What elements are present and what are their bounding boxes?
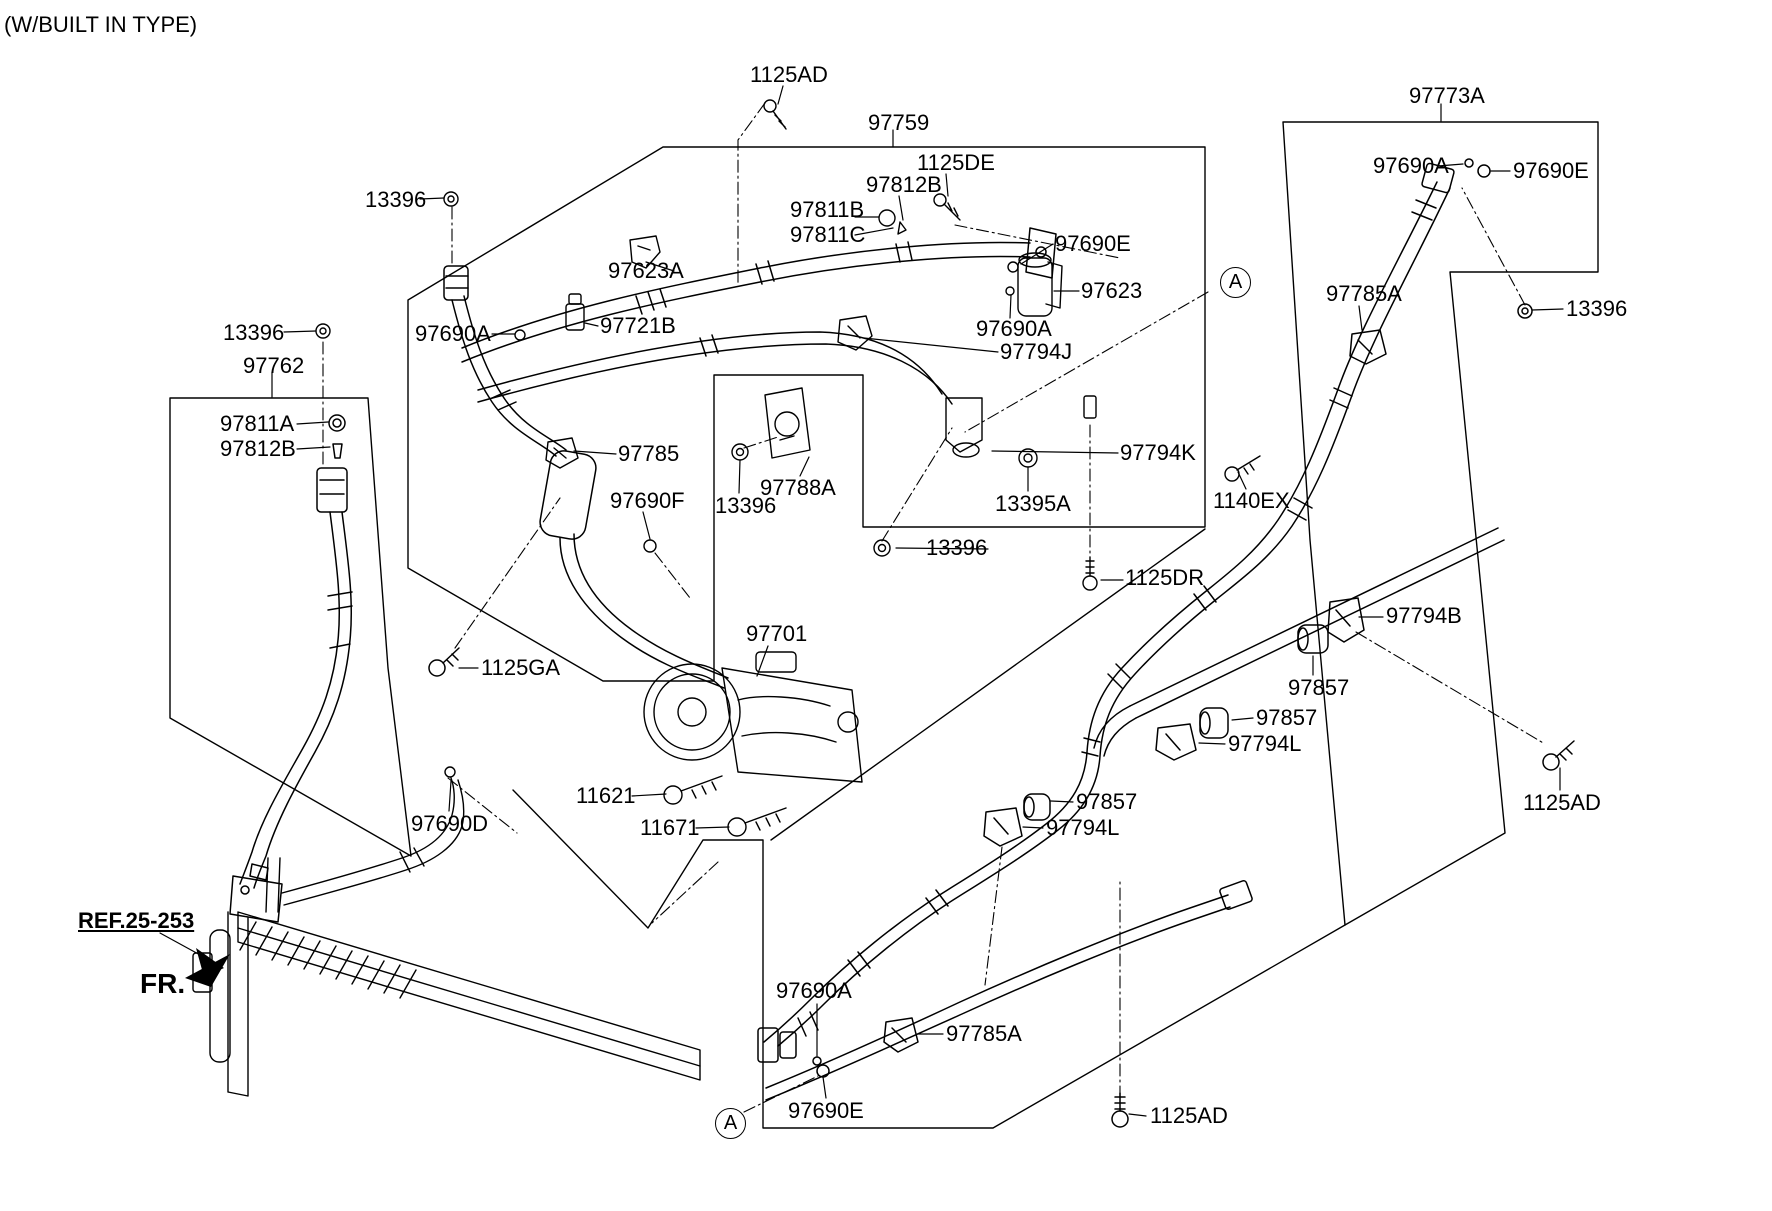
part-label: 1125GA (481, 655, 561, 680)
part-label: 13396 (926, 535, 988, 560)
part-label: 97690F (610, 488, 685, 513)
part-label: 97811C (790, 222, 866, 247)
part-label: 97690A (776, 978, 852, 1003)
part-label: 13396 (223, 320, 285, 345)
part-label: 97773A (1409, 83, 1485, 108)
part-label: 1125DE (917, 150, 995, 175)
part-label: 13396 (365, 187, 427, 212)
part-label: 97690E (1055, 231, 1131, 256)
left-hose (229, 414, 353, 923)
part-label: 11671 (640, 815, 700, 840)
part-label: 97690A (1373, 153, 1449, 178)
part-label: 97857 (1256, 705, 1318, 730)
detail-marker-A: A (1220, 267, 1251, 298)
compressor (643, 651, 863, 837)
part-label: 97785A (1326, 281, 1402, 306)
part-label: 97811A (220, 411, 295, 436)
part-label: 97811B (790, 197, 865, 222)
part-label: 97794B (1386, 603, 1462, 628)
part-label: 1125AD (1150, 1103, 1228, 1128)
part-label: 97812B (866, 172, 942, 197)
center-hoses (443, 227, 1057, 689)
part-label: 97759 (868, 110, 930, 135)
condenser (192, 766, 701, 1097)
part-label: 97623A (608, 258, 684, 283)
part-label: 97812B (220, 436, 296, 461)
part-label: 97623 (1081, 278, 1143, 303)
part-label: 97721B (600, 313, 676, 338)
part-label: 97785 (618, 441, 680, 466)
part-label: 97857 (1288, 675, 1350, 700)
part-label: 97788A (760, 475, 836, 500)
group-box-bottom (512, 528, 1346, 1129)
ref-callout: REF.25-253 (78, 908, 195, 933)
group-box-97759 (407, 146, 1206, 682)
part-label: 11621 (576, 783, 636, 808)
part-label: 97690A (976, 316, 1052, 341)
part-label: 97794K (1120, 440, 1196, 465)
part-label: 97762 (243, 353, 305, 378)
diagram-title: (W/BUILT IN TYPE) (4, 12, 198, 37)
leader-lines (159, 85, 1564, 1117)
part-label: 13396 (715, 493, 777, 518)
part-label: 97794L (1228, 731, 1302, 756)
part-label: 13395A (995, 491, 1071, 516)
group-box-97762 (169, 397, 412, 857)
part-label: 1125AD (750, 62, 828, 87)
detail-marker-A: A (715, 1108, 746, 1139)
part-label: 97690A (415, 321, 491, 346)
part-label: 1125DR (1125, 565, 1205, 590)
part-label: 97785A (946, 1021, 1022, 1046)
part-label: 97857 (1076, 789, 1138, 814)
part-label: 97794J (1000, 339, 1073, 364)
part-label: 1140EX (1213, 488, 1290, 513)
part-label: 97794L (1046, 815, 1120, 840)
part-label: 97701 (746, 621, 808, 646)
fr-arrow-icon (185, 954, 230, 987)
part-label: 97690D (411, 811, 489, 836)
center-small-parts (315, 99, 1261, 591)
right-pipes (428, 158, 1575, 1128)
fr-direction-label: FR. (140, 968, 186, 999)
part-label: 13396 (1566, 296, 1628, 321)
part-label: 97690E (788, 1098, 864, 1123)
part-label: 1125AD (1523, 790, 1601, 815)
part-label: 97690E (1513, 158, 1589, 183)
